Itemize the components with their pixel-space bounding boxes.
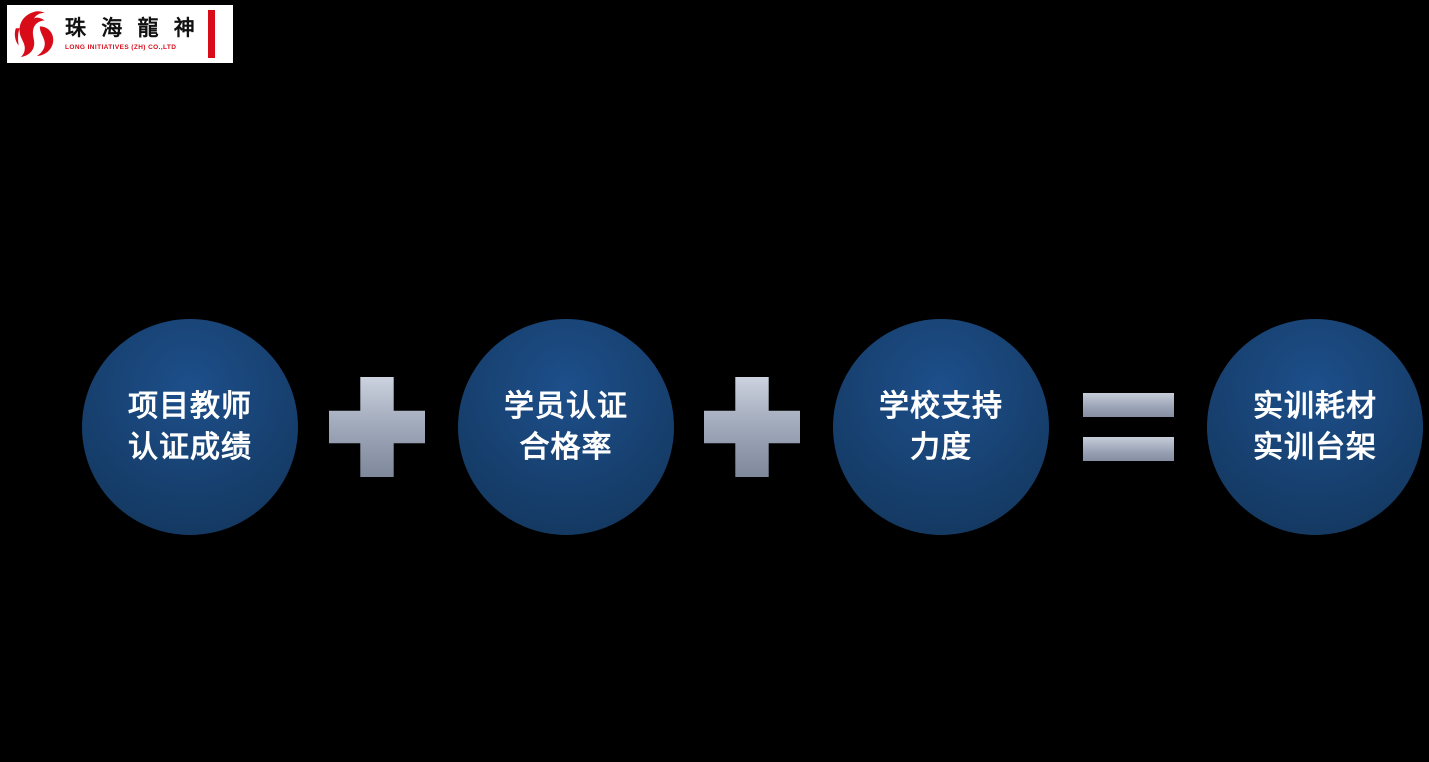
- plus-operator-icon: [704, 377, 800, 477]
- circle-text-line: 力度: [910, 431, 972, 464]
- circle-text-line: 认证成绩: [128, 431, 252, 464]
- company-logo: 珠 海 龍 神 LONG INITIATIVES (ZH) CO.,LTD: [7, 5, 233, 63]
- equals-operator-icon: [1083, 393, 1174, 461]
- circle-text-line: 实训耗材: [1253, 389, 1377, 423]
- formula-circle-teacher-scores: 项目教师 认证成绩: [82, 319, 298, 535]
- formula-circle-student-pass-rate: 学员认证 合格率: [458, 319, 674, 535]
- logo-red-bar: [207, 10, 215, 58]
- dragon-logo-icon: [14, 11, 54, 58]
- circle-text-line: 实训台架: [1253, 431, 1377, 464]
- circle-text-line: 项目教师: [128, 389, 252, 423]
- formula-circle-school-support: 学校支持 力度: [833, 319, 1049, 535]
- equals-bar-top: [1083, 393, 1174, 417]
- company-name-cn: 珠 海 龍 神: [65, 16, 200, 41]
- circle-text-line: 合格率: [519, 431, 613, 464]
- logo-text: 珠 海 龍 神 LONG INITIATIVES (ZH) CO.,LTD: [65, 16, 200, 51]
- formula-circle-training-materials: 实训耗材 实训台架: [1207, 319, 1423, 535]
- plus-operator-icon: [329, 377, 425, 477]
- circle-text-line: 学校支持: [879, 389, 1003, 423]
- equals-bar-bottom: [1083, 437, 1174, 461]
- company-name-en: LONG INITIATIVES (ZH) CO.,LTD: [65, 43, 177, 51]
- circle-text-line: 学员认证: [504, 389, 628, 423]
